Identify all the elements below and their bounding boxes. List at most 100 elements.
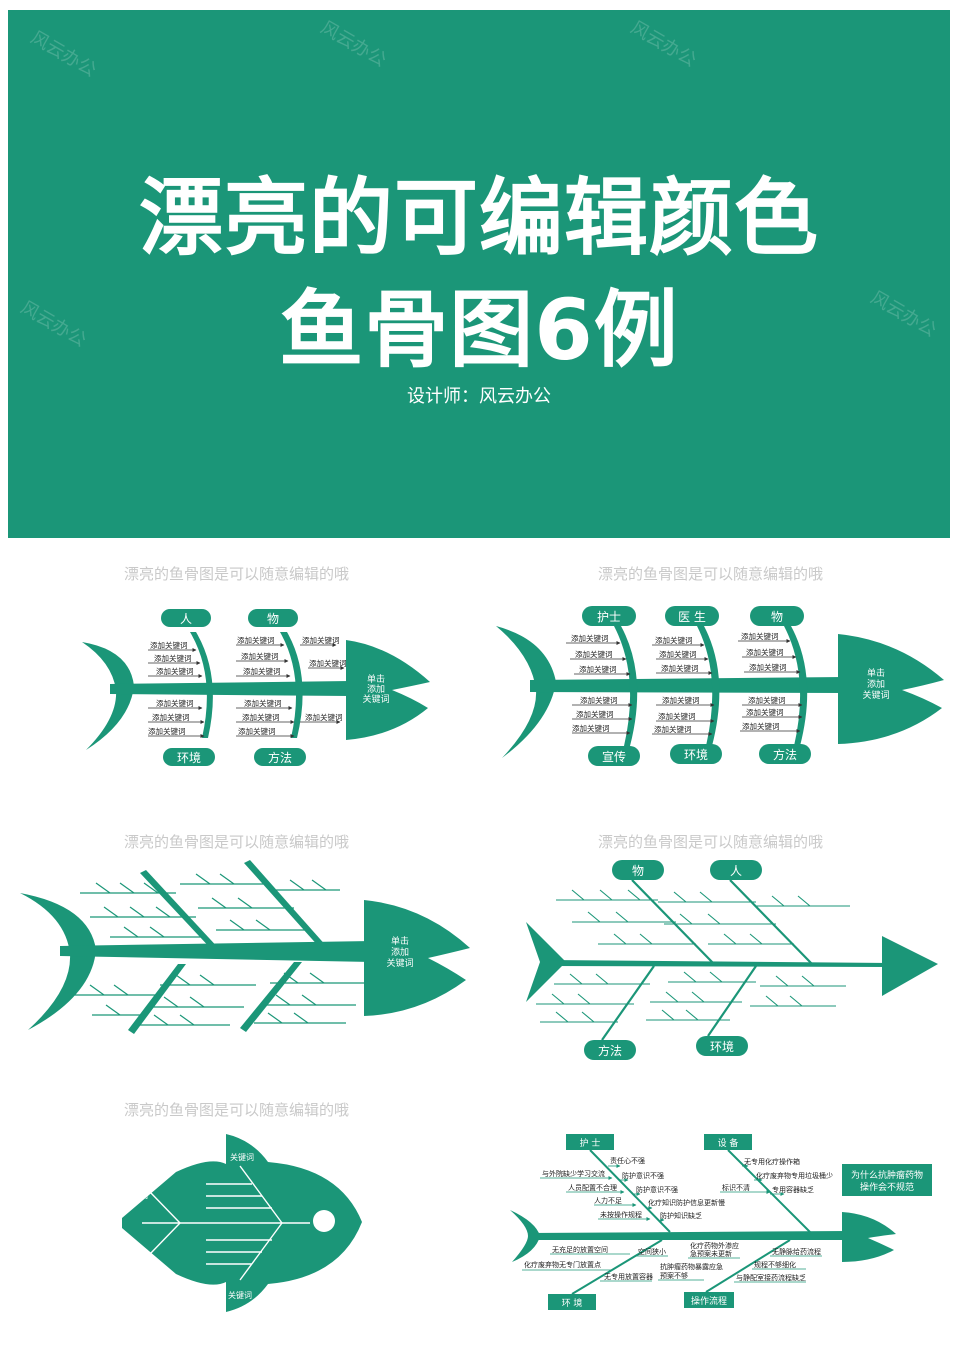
question-line-1: 为什么抗肿瘤药物 — [851, 1169, 923, 1181]
keyword-label: 添加关键词 — [309, 658, 347, 668]
tag-person: 人 — [730, 864, 742, 878]
tag-bg — [696, 1036, 748, 1056]
bone — [140, 870, 222, 952]
keyword-label: 添加关键词 — [156, 698, 194, 708]
keyword-label: 添加关键词 — [749, 662, 787, 672]
cause-label: 无专用化疗操作箱 — [744, 1157, 800, 1166]
cause-label: 责任心不强 — [610, 1156, 645, 1165]
cause-label: 化疗药物外渗应 — [690, 1241, 739, 1250]
designer-credit: 设计师：风云办公 — [407, 386, 551, 407]
bone — [128, 964, 186, 1034]
tag-material: 物 — [632, 864, 644, 878]
fish-tail — [510, 1210, 540, 1262]
keyword-label: 添加关键词 — [237, 635, 275, 645]
question-box — [842, 1164, 932, 1196]
head-text-3: 关键词 — [386, 957, 413, 969]
fish-tail — [496, 626, 556, 758]
head-text-3: 关键词 — [362, 693, 389, 705]
cause-label: 与外院缺少学习交流 — [542, 1169, 605, 1178]
head-text-1: 单击 — [867, 667, 885, 679]
keyword-label: 添加关键词 — [152, 712, 190, 722]
fish-spine — [528, 1231, 848, 1240]
keyword-label: 添加关键词 — [572, 723, 610, 733]
tag-bg — [750, 606, 804, 626]
head-text-3: 关键词 — [862, 689, 889, 701]
tag-doctor: 医 生 — [678, 610, 706, 624]
cause-label: 人力不足 — [594, 1196, 622, 1205]
fish-head — [842, 1212, 896, 1262]
tag-nurse: 护士 — [597, 610, 621, 624]
keyword-label: 添加关键词 — [148, 726, 186, 736]
keyword-label: 添加关键词 — [150, 640, 188, 650]
fish-eye — [313, 1210, 335, 1232]
cause-label: 防护意识不强 — [622, 1171, 664, 1180]
caption-3: 漂亮的鱼骨图是可以随意编辑的哦 — [124, 833, 350, 851]
tag-bg — [665, 606, 719, 626]
tag-bg — [163, 748, 215, 766]
cause-label: 规程不够细化 — [754, 1260, 796, 1269]
keyword-label: 添加关键词 — [243, 666, 281, 676]
caption-4: 漂亮的鱼骨图是可以随意编辑的哦 — [598, 833, 824, 851]
keyword-label: 关键词 — [124, 1248, 148, 1258]
keyword-label: 添加关键词 — [244, 698, 282, 708]
cause-label: 空间狭小 — [638, 1247, 666, 1256]
tag-bg — [588, 746, 640, 766]
tag-environment: 环境 — [684, 747, 708, 762]
fish-head — [838, 634, 944, 744]
cause-label: 未按操作规程 — [600, 1210, 642, 1219]
tag-person: 人 — [180, 612, 192, 626]
cause-lines — [522, 1253, 822, 1283]
main-title-line1: 漂亮的可编辑颜色 — [138, 169, 819, 267]
fish-tail — [20, 893, 96, 1030]
keyword-label: 添加关键词 — [662, 695, 700, 705]
keyword-label: 添加关键词 — [305, 712, 343, 722]
cause-label: 急预案未更新 — [690, 1249, 732, 1258]
tag-environment: 环境 — [177, 750, 201, 765]
cause-label: 无静脉给药流程 — [772, 1247, 821, 1256]
cause-label: 无充足的放置空间 — [552, 1245, 608, 1254]
cause-label: 人员配置不合理 — [568, 1183, 617, 1192]
sub-branches — [536, 889, 850, 1023]
tag-bg — [254, 748, 306, 766]
head-text-1: 单击 — [391, 935, 409, 947]
cause-label: 标识不清 — [722, 1183, 750, 1192]
keyword-label: 添加关键词 — [302, 635, 340, 645]
question-line-2: 操作会不规范 — [860, 1181, 914, 1193]
fish-spine — [548, 960, 890, 967]
sub-branches — [74, 873, 364, 1026]
fish-tail — [82, 642, 134, 750]
cause-arrows — [540, 1164, 785, 1222]
keyword-label: 添加关键词 — [746, 707, 784, 717]
tag-material: 物 — [267, 612, 279, 626]
tag-operation-flow: 操作流程 — [691, 1295, 727, 1307]
keyword-label: 添加关键词 — [654, 724, 692, 734]
keyword-label: 添加关键词 — [742, 721, 780, 731]
fishbone-diagram-4 — [526, 860, 938, 1060]
tag-bg — [248, 609, 298, 627]
bone-2 — [280, 632, 303, 738]
cause-label: 化疗废弃物专用垃圾桶少 — [756, 1171, 833, 1180]
tag-material: 物 — [771, 610, 783, 624]
fishbone-diagram-1 — [82, 609, 430, 766]
tag-bg — [548, 1294, 596, 1310]
tag-bg — [670, 744, 722, 764]
bone-1 — [190, 632, 213, 738]
tag-environment: 环 境 — [562, 1297, 583, 1309]
main-bones — [601, 879, 813, 1041]
tag-method: 方法 — [268, 750, 292, 765]
cause-label: 防护意识不强 — [636, 1185, 678, 1194]
tag-bg — [759, 744, 811, 764]
tag-bg — [704, 1134, 752, 1150]
tag-bg — [684, 1292, 734, 1308]
bone-2 — [697, 626, 720, 746]
tag-bg — [582, 606, 636, 626]
fish-head — [346, 640, 430, 740]
fishbone-diagram-2 — [496, 606, 944, 766]
keyword-label: 添加关键词 — [655, 635, 693, 645]
fishbone-diagram-6 — [510, 1134, 932, 1310]
fish-tail — [526, 922, 566, 1002]
cause-label: 与静配室接药流程缺乏 — [736, 1273, 806, 1282]
keyword-label: 添加关键词 — [576, 709, 614, 719]
keyword-label: 添加关键词 — [579, 664, 617, 674]
